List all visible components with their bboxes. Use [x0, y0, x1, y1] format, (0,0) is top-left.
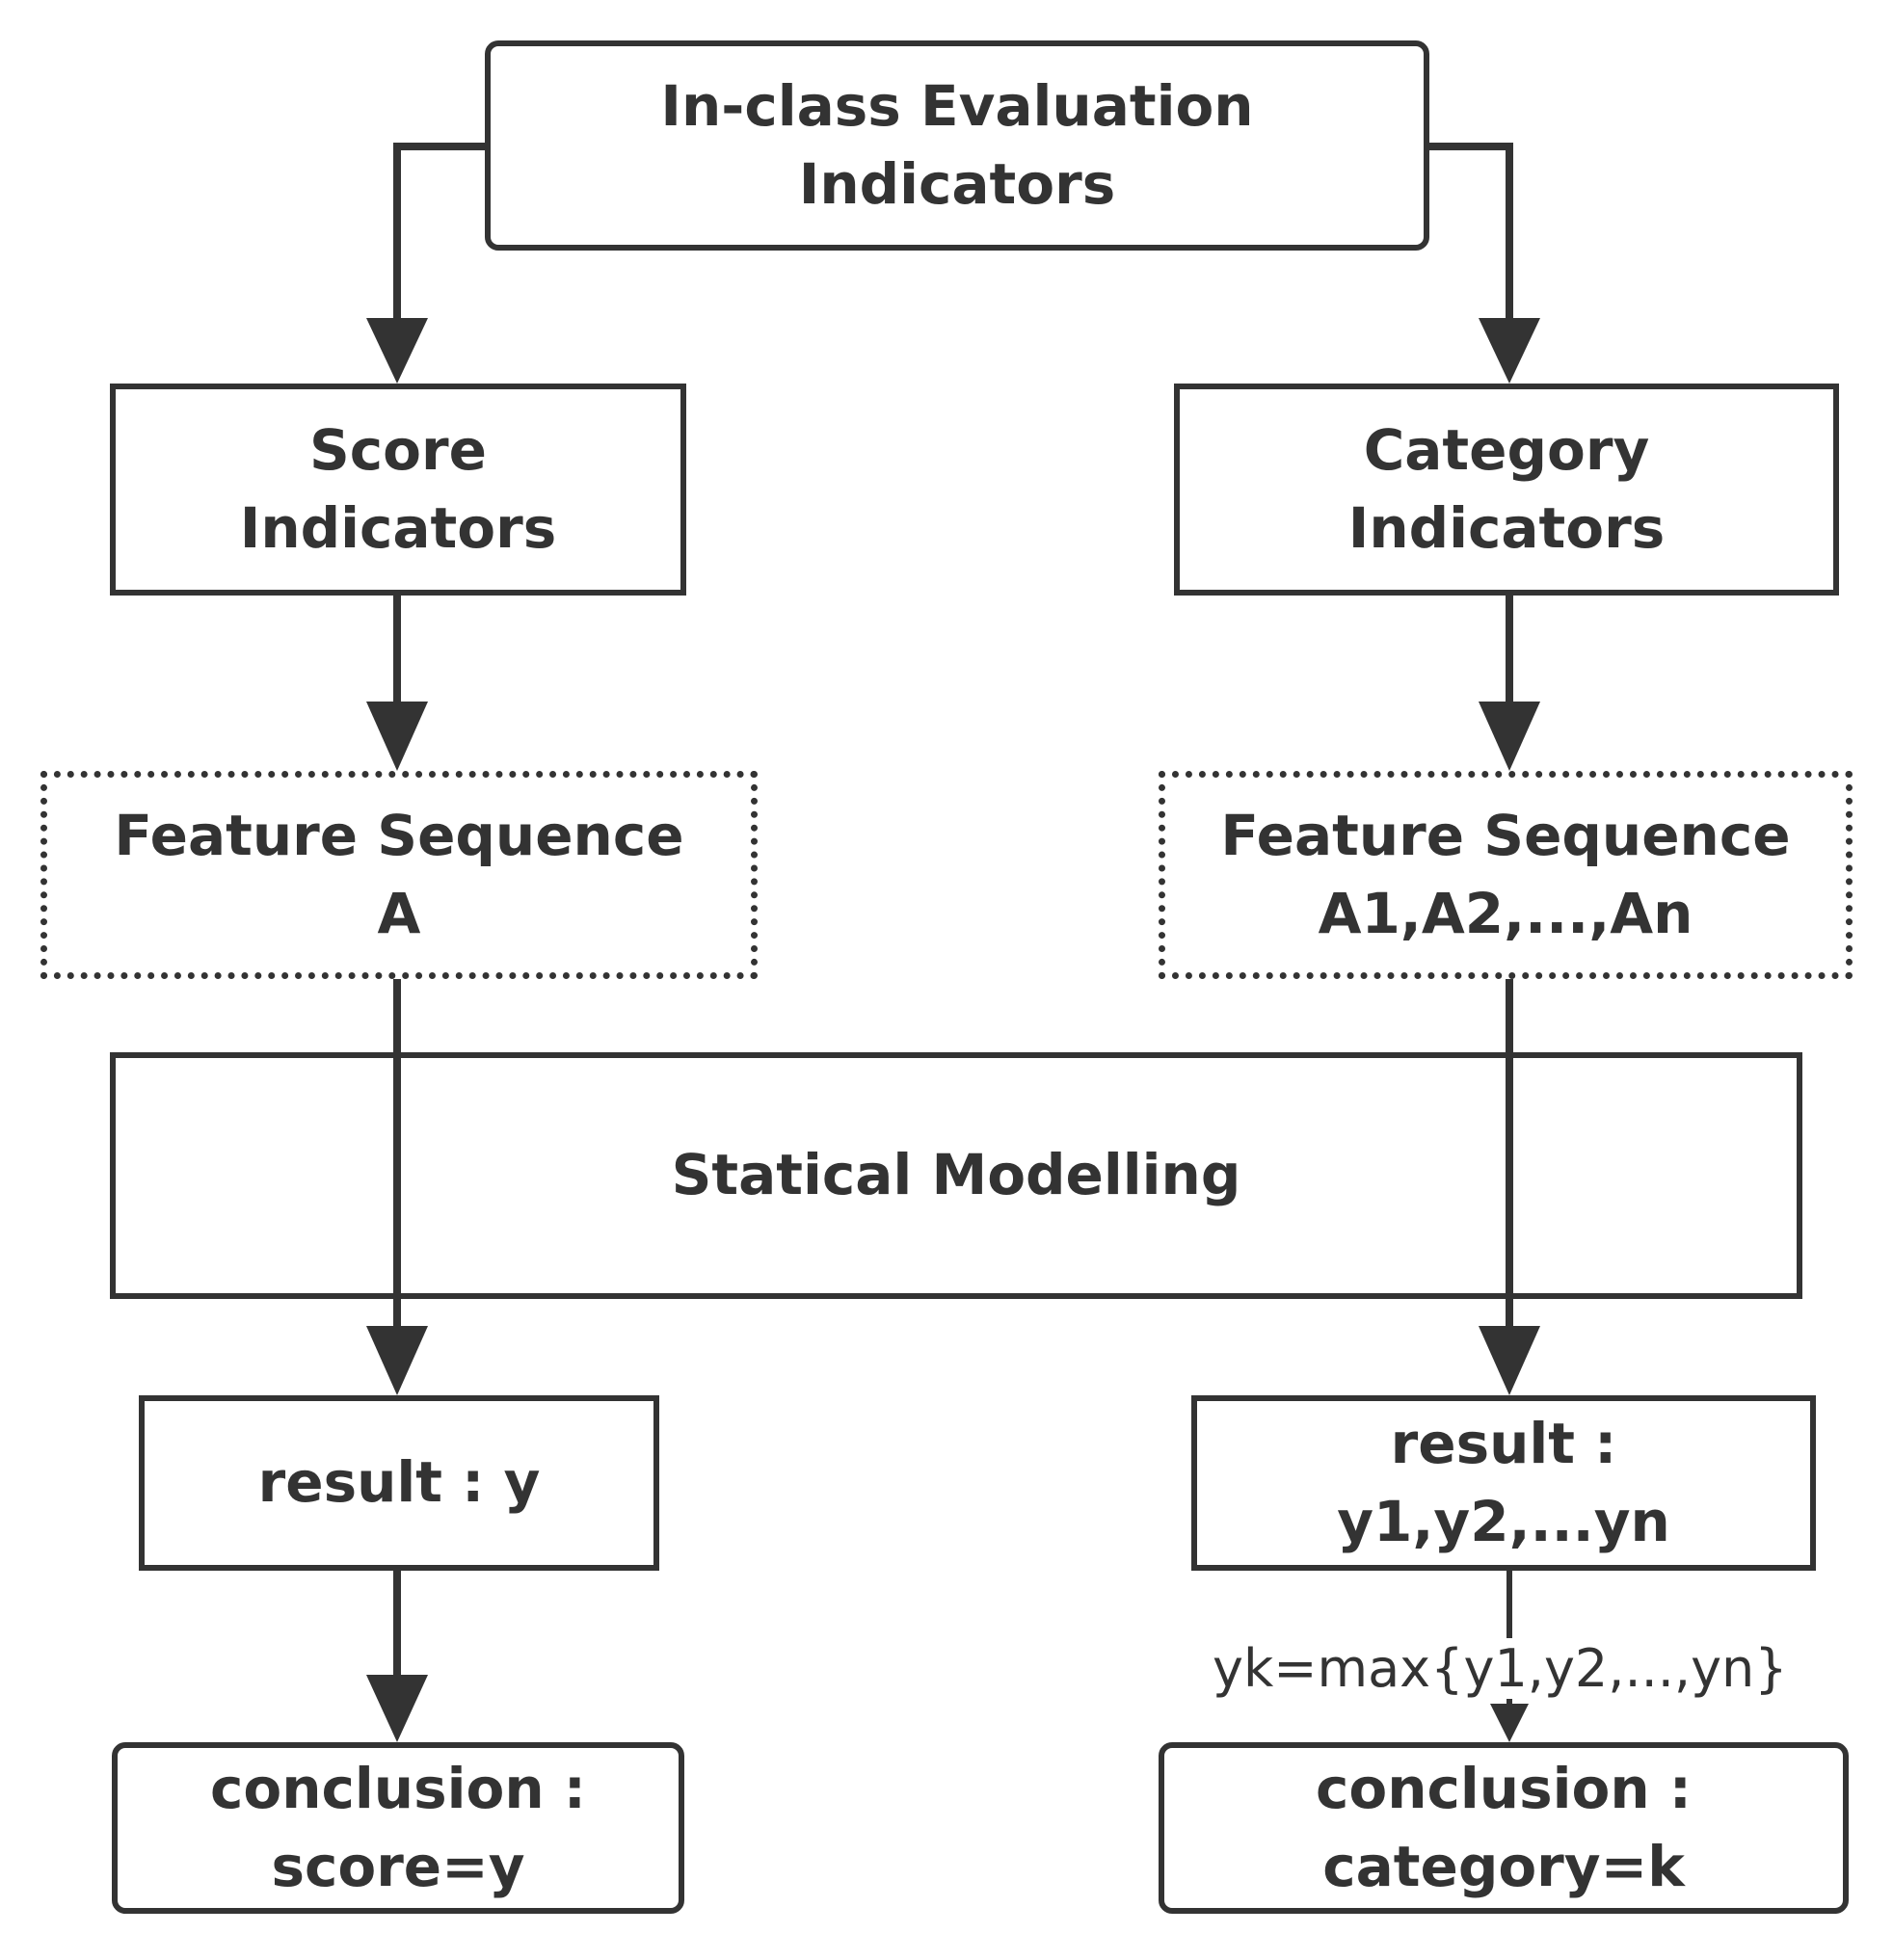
arrowhead: [366, 1675, 428, 1742]
edge-label-argmax: yk=max{y1,y2,...,yn}: [1213, 1638, 1788, 1699]
arrowhead: [366, 1326, 428, 1395]
node-label-line1: Statical Modelling: [652, 1136, 1261, 1215]
node-label-line1: result :: [1390, 1410, 1617, 1476]
node-label-line2: category=k: [1322, 1834, 1685, 1899]
arrowhead: [1479, 318, 1540, 384]
node-conclusion-category: conclusion : category=k: [1159, 1742, 1849, 1914]
arrowhead: [1479, 1326, 1540, 1395]
node-label-line1: Category: [1363, 416, 1650, 483]
node-feature-sequence-a1-an: Feature Sequence A1,A2,...,An: [1159, 771, 1853, 979]
node-conclusion-score: conclusion : score=y: [112, 1742, 684, 1914]
arrowhead: [1490, 1704, 1529, 1742]
node-label-line1: Score: [309, 416, 487, 483]
node-label-line1: conclusion :: [1316, 1755, 1692, 1821]
node-score-indicators: Score Indicators: [110, 384, 686, 596]
node-label-line2: A: [377, 881, 421, 946]
node-label-line2: Indicators: [1347, 495, 1666, 561]
arrowhead: [366, 318, 428, 384]
node-category-indicators: Category Indicators: [1174, 384, 1839, 596]
edge-root-to-score: [393, 143, 485, 318]
arrowhead: [1479, 702, 1540, 771]
node-label-line2: y1,y2,...yn: [1337, 1489, 1670, 1554]
node-label-line1: conclusion :: [210, 1755, 586, 1821]
node-result-y: result : y: [139, 1395, 659, 1571]
node-statical-modelling: Statical Modelling: [110, 1052, 1802, 1299]
edge-root-to-category: [1429, 143, 1513, 318]
node-label-line1: Feature Sequence: [114, 802, 684, 868]
node-label-line2: Indicators: [798, 151, 1116, 217]
node-label-line2: score=y: [271, 1834, 525, 1899]
node-label-line1: Feature Sequence: [1220, 802, 1791, 868]
node-label-line2: A1,A2,...,An: [1318, 881, 1693, 946]
node-feature-sequence-a: Feature Sequence A: [40, 771, 758, 979]
node-label-line1: In-class Evaluation: [660, 72, 1254, 139]
node-label-line2: Indicators: [239, 495, 557, 561]
node-in-class-evaluation-indicators: In-class Evaluation Indicators: [485, 40, 1429, 251]
arrowhead: [366, 702, 428, 771]
node-result-y1-yn: result : y1,y2,...yn: [1191, 1395, 1816, 1571]
node-label-line1: result : y: [257, 1449, 541, 1516]
